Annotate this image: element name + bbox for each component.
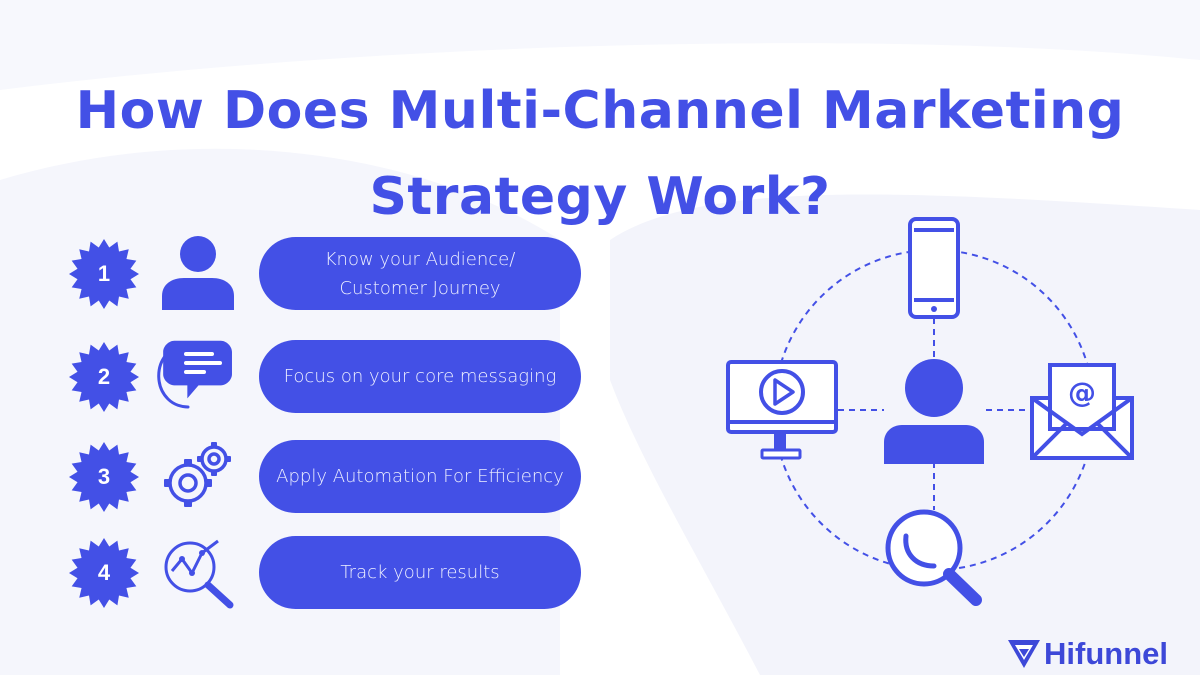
starburst-badge-icon [69, 538, 139, 608]
video-monitor-icon [726, 360, 838, 460]
chat-bubble-icon [157, 340, 232, 409]
smartphone-icon [908, 217, 960, 319]
step-number: 4 [97, 560, 111, 585]
funnel-logo-icon [1008, 640, 1040, 668]
step-label-line: Customer Journey [339, 277, 501, 299]
step-badge: 1 [68, 238, 140, 310]
gears-icon [164, 442, 231, 507]
hifunnel-logo[interactable]: Hifunnel [1008, 636, 1168, 672]
step-number: 1 [97, 261, 111, 286]
step-3: 3 Apply Automation For Efficiency [0, 437, 600, 517]
logo-text: Hifunnel [1044, 636, 1168, 671]
step-pill-button[interactable]: Track your results [259, 536, 581, 609]
channel-diagram: @ [726, 217, 1134, 606]
user-icon [884, 359, 984, 464]
step-label-line: Focus on your core messaging [283, 366, 557, 387]
step-number: 2 [97, 364, 111, 389]
analytics-search-icon [164, 539, 234, 609]
step-2: 2 Focus on your core messaging [0, 337, 600, 417]
email-envelope-icon: @ [1030, 363, 1134, 460]
svg-text:@: @ [1068, 376, 1096, 409]
step-label-line: Know your Audience/ [324, 248, 516, 270]
step-pill-button[interactable]: Focus on your core messaging [259, 340, 581, 413]
step-label-line: Track your results [340, 562, 500, 583]
page-title: How Does Multi-Channel Marketing Strateg… [0, 68, 1200, 240]
title-line-2: Strategy Work? [369, 167, 831, 227]
starburst-badge-icon [69, 442, 139, 512]
step-label-line: Apply Automation For Efficiency [276, 466, 564, 487]
step-number: 3 [97, 464, 111, 489]
step-1: 1 Know your Audience/ Customer Journey [0, 234, 600, 314]
magnifier-icon [885, 509, 982, 606]
step-4: 4 Track your results [0, 533, 600, 613]
step-pill-button[interactable]: Know your Audience/ Customer Journey [259, 237, 581, 310]
title-line-1: How Does Multi-Channel Marketing [75, 81, 1125, 141]
user-icon [162, 236, 234, 310]
step-pill-button[interactable]: Apply Automation For Efficiency [259, 440, 581, 513]
starburst-badge-icon [69, 239, 139, 309]
starburst-badge-icon [69, 342, 139, 412]
step-badge: 2 [68, 341, 140, 413]
step-badge: 4 [68, 537, 140, 609]
step-badge: 3 [68, 441, 140, 513]
